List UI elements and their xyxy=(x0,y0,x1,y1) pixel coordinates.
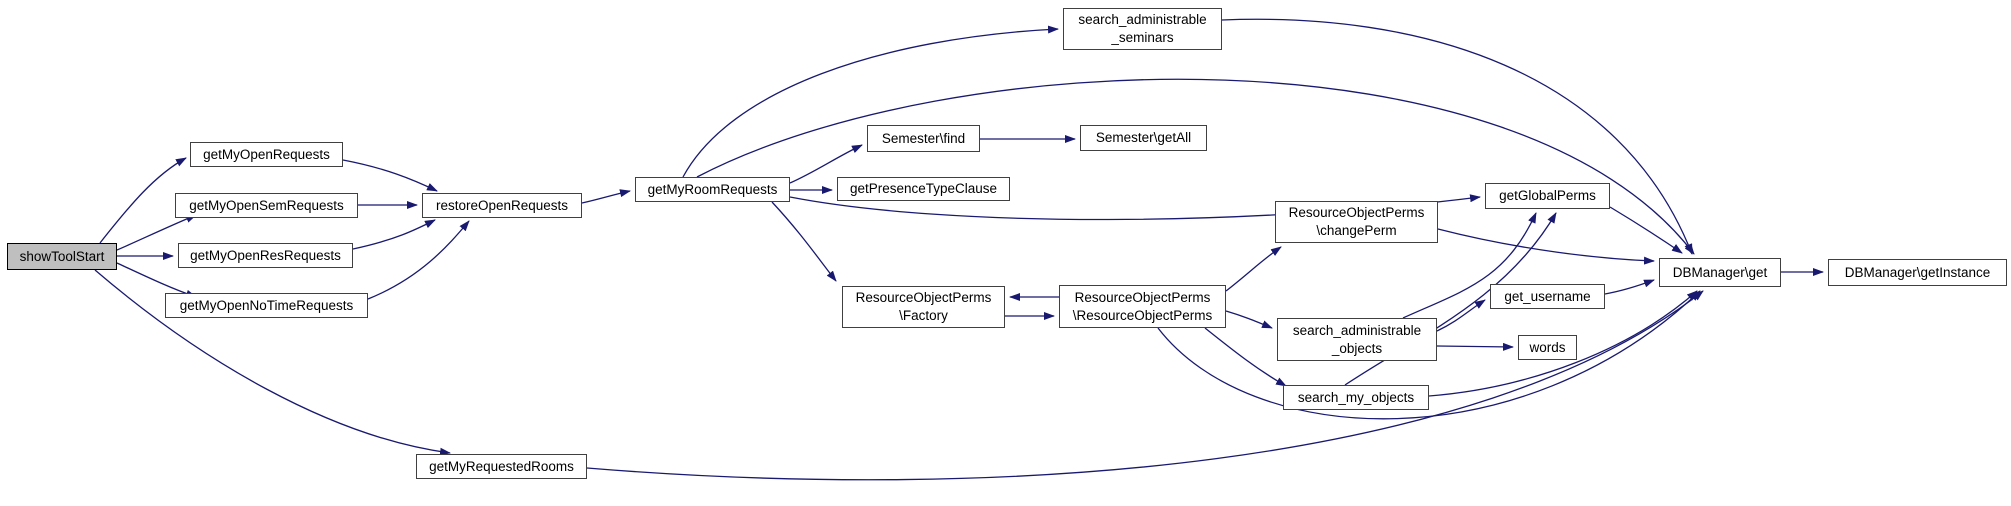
edge-ResourceObjectPerms_ResourceObjectPerms-to-ResourceObjectPerms_changePerm xyxy=(1225,246,1282,292)
node-label: ResourceObjectPerms xyxy=(855,290,992,305)
node-showToolStart[interactable]: showToolStart xyxy=(7,243,117,270)
node-label: _seminars xyxy=(1111,30,1174,45)
edge-getMyOpenResRequests-to-restoreOpenRequests xyxy=(352,219,436,250)
node-get_username[interactable]: get_username xyxy=(1490,284,1605,309)
node-getGlobalPerms[interactable]: getGlobalPerms xyxy=(1485,183,1610,209)
node-label: showToolStart xyxy=(19,248,105,264)
node-label: getMyOpenNoTimeRequests xyxy=(179,297,354,313)
edge-ResourceObjectPerms_ResourceObjectPerms-to-search_my_objects xyxy=(1204,327,1287,387)
node-label: get_username xyxy=(1504,288,1591,304)
node-getMyOpenResRequests[interactable]: getMyOpenResRequests xyxy=(178,243,353,268)
node-getPresenceTypeClause[interactable]: getPresenceTypeClause xyxy=(837,177,1010,201)
node-label: DBManager\get xyxy=(1672,264,1768,280)
edge-getMyOpenNoTimeRequests-to-restoreOpenRequests xyxy=(367,220,470,300)
node-label: restoreOpenRequests xyxy=(435,197,569,213)
node-getMyOpenRequests[interactable]: getMyOpenRequests xyxy=(190,142,343,167)
node-label: Semester\find xyxy=(881,130,966,146)
edge-ResourceObjectPerms_changePerm-to-DBManager_get xyxy=(1437,228,1655,265)
node-search_administrable_seminars[interactable]: search_administrable _seminars xyxy=(1063,8,1222,50)
node-label: _objects xyxy=(1331,340,1383,356)
node-label: Semester\getAll xyxy=(1095,130,1192,145)
node-label: getMyOpenSemRequests xyxy=(189,197,344,213)
node-search_administrable_objects[interactable]: search_administrable _objects xyxy=(1277,318,1437,361)
edge-search_my_objects-to-getGlobalPerms xyxy=(1344,212,1557,386)
node-search_my_objects[interactable]: search_my_objects xyxy=(1283,385,1429,410)
node-label: getMyRoomRequests xyxy=(647,181,778,197)
edges-group xyxy=(94,18,1824,481)
node-label: \changePerm xyxy=(1316,223,1397,238)
node-label: search_administrable xyxy=(1292,322,1422,338)
node-ResourceObjectPerms_changePerm[interactable]: ResourceObjectPerms \changePerm xyxy=(1275,201,1438,243)
edge-restoreOpenRequests-to-getMyRoomRequests xyxy=(581,189,631,204)
node-label: \Factory xyxy=(899,308,948,323)
edge-getMyRequestedRooms-to-DBManager_get xyxy=(586,290,1704,481)
node-label: getMyOpenRequests xyxy=(203,146,330,162)
node-label: words xyxy=(1529,339,1566,355)
edge-showToolStart-to-getMyOpenSemRequests xyxy=(116,214,197,251)
edge-getMyRoomRequests-to-Semester_find xyxy=(789,144,863,184)
edge-search_administrable_objects-to-get_username xyxy=(1436,299,1486,332)
node-label: search_administrable xyxy=(1078,12,1207,27)
edge-getMyRoomRequests-to-DBManager_get xyxy=(696,78,1695,255)
node-label: getMyRequestedRooms xyxy=(429,458,574,474)
node-label: getPresenceTypeClause xyxy=(849,181,998,196)
node-label: search_my_objects xyxy=(1297,389,1415,405)
edge-search_administrable_objects-to-words xyxy=(1436,342,1514,351)
node-label: getMyOpenResRequests xyxy=(190,247,341,263)
node-Semester_getAll[interactable]: Semester\getAll xyxy=(1080,125,1207,151)
edge-get_username-to-DBManager_get xyxy=(1604,279,1655,295)
node-getMyRoomRequests[interactable]: getMyRoomRequests xyxy=(635,177,790,202)
node-label: getGlobalPerms xyxy=(1499,188,1596,203)
node-label: ResourceObjectPerms xyxy=(1288,205,1425,220)
node-DBManager_get[interactable]: DBManager\get xyxy=(1659,258,1781,287)
edge-getGlobalPerms-to-DBManager_get xyxy=(1609,206,1683,254)
edge-search_administrable_seminars-to-DBManager_get xyxy=(1221,18,1693,255)
node-getMyRequestedRooms[interactable]: getMyRequestedRooms xyxy=(416,454,587,479)
edge-showToolStart-to-getMyOpenRequests xyxy=(99,157,187,244)
edge-search_my_objects-to-DBManager_get xyxy=(1428,290,1698,397)
edge-search_administrable_objects-to-getGlobalPerms xyxy=(1402,212,1537,319)
edge-getMyOpenRequests-to-restoreOpenRequests xyxy=(342,159,438,192)
edge-ResourceObjectPerms_ResourceObjectPerms-to-DBManager_get xyxy=(1157,290,1701,420)
node-getMyOpenNoTimeRequests[interactable]: getMyOpenNoTimeRequests xyxy=(165,293,368,318)
node-getMyOpenSemRequests[interactable]: getMyOpenSemRequests xyxy=(175,193,358,218)
node-ResourceObjectPerms_Factory[interactable]: ResourceObjectPerms \Factory xyxy=(842,286,1005,328)
edge-getMyRoomRequests-to-search_administrable_seminars xyxy=(682,25,1059,178)
node-ResourceObjectPerms_ResourceObjectPerms[interactable]: ResourceObjectPerms \ResourceObjectPerms xyxy=(1059,285,1226,328)
edge-ResourceObjectPerms_ResourceObjectPerms-to-search_administrable_objects xyxy=(1225,310,1273,329)
node-label: DBManager\getInstance xyxy=(1844,264,1991,280)
node-words[interactable]: words xyxy=(1518,335,1577,360)
edge-showToolStart-to-getMyOpenNoTimeRequests xyxy=(116,262,197,298)
edge-getMyRoomRequests-to-ResourceObjectPerms_Factory xyxy=(771,201,837,282)
node-label: ResourceObjectPerms xyxy=(1074,289,1211,305)
node-label: \ResourceObjectPerms xyxy=(1072,307,1213,323)
node-Semester_find[interactable]: Semester\find xyxy=(867,125,980,152)
node-restoreOpenRequests[interactable]: restoreOpenRequests xyxy=(422,193,582,218)
edge-showToolStart-to-getMyRequestedRooms xyxy=(94,269,451,456)
node-DBManager_getInstance[interactable]: DBManager\getInstance xyxy=(1828,259,2007,286)
